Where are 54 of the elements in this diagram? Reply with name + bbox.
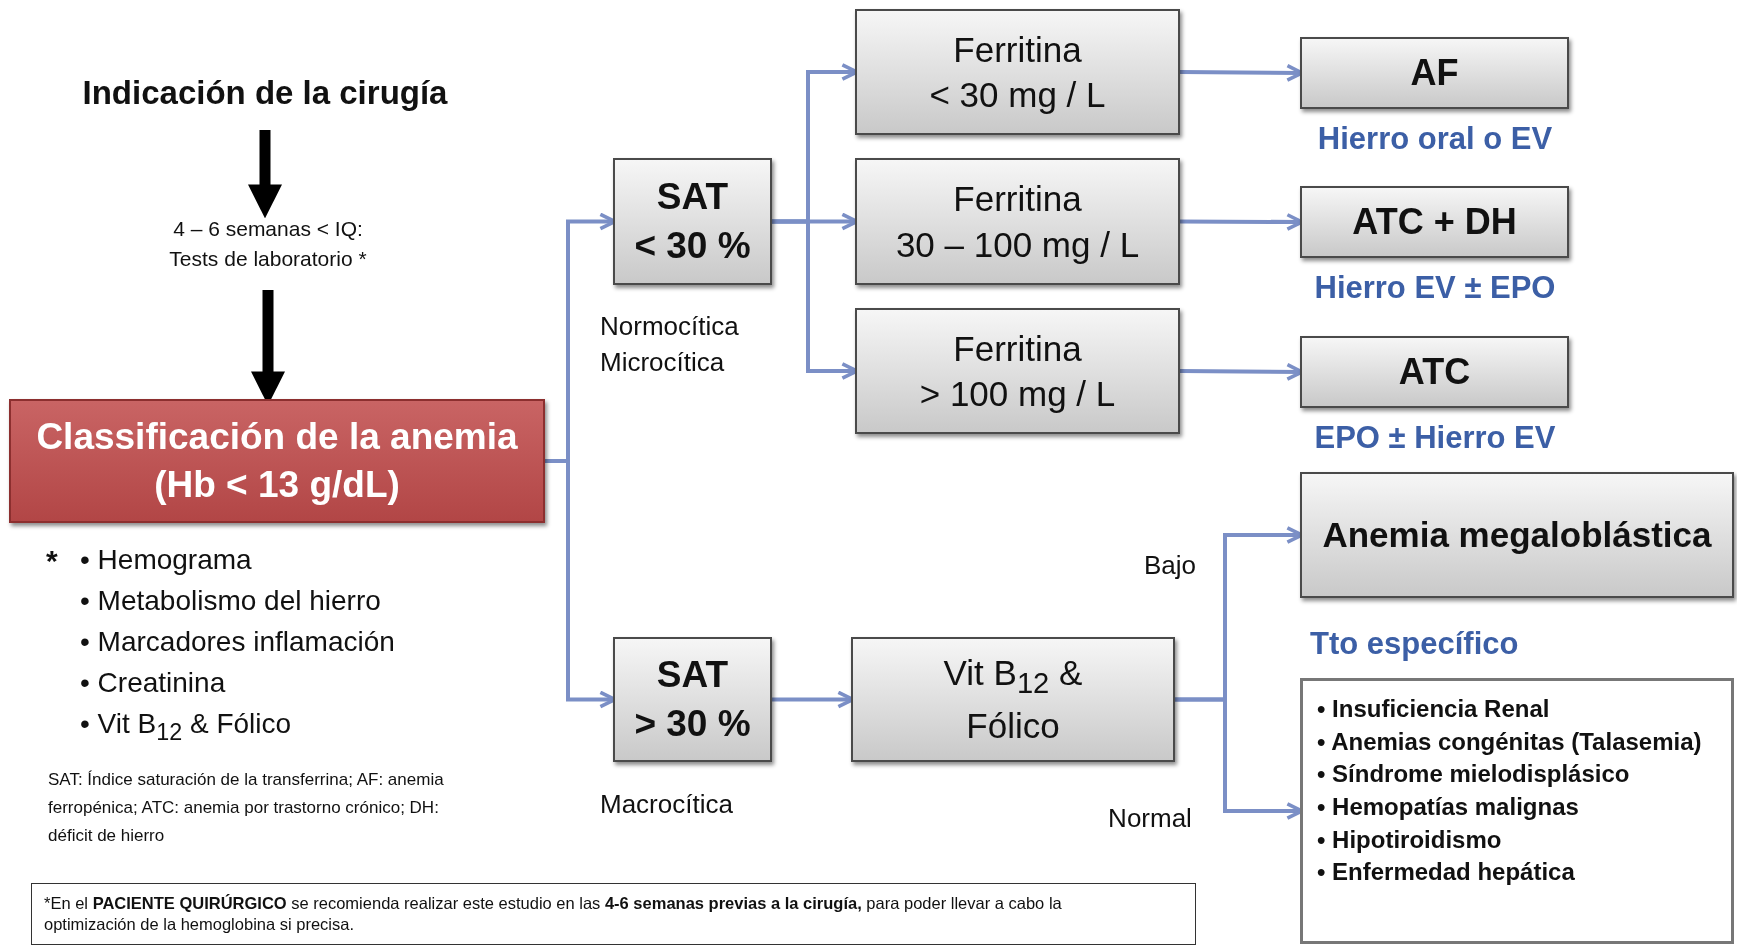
bullet-item: • Hemograma [80, 544, 252, 576]
process-box [613, 158, 772, 285]
list-item: • Síndrome mielodisplásico [1317, 759, 1631, 790]
node-caption: Hierro EV ± EPO [1313, 269, 1557, 307]
box-label: < 30 % [634, 223, 751, 268]
box-label: Ferritina [953, 327, 1082, 370]
node-caption: Hierro oral o EV [1316, 120, 1554, 158]
step-text: 4 – 6 semanas < IQ: Tests de laboratorio * [148, 212, 388, 276]
box-label: 30 – 100 mg / L [895, 223, 1140, 266]
box-label: < 30 mg / L [929, 74, 1106, 116]
bullet-item: • Creatinina [80, 667, 226, 699]
process-box [855, 158, 1180, 285]
footnote-box [31, 883, 1196, 945]
process-box [1300, 472, 1734, 598]
process-box [1300, 186, 1569, 258]
box-label: > 30 % [634, 701, 751, 746]
abbreviation-note: SAT: Índice saturación de la transferrina; AF: anemia ferropénica; ATC: anemia por trastorno crónico; DH: déficit de hierro [48, 769, 445, 848]
node-caption: Macrocítica [600, 788, 734, 821]
process-box [851, 637, 1175, 762]
bullet-item: • Vit B$_{12}$ & Fólico [80, 708, 292, 746]
box-label: SAT [656, 653, 729, 698]
bullet-item: • Metabolismo del hierro [80, 585, 381, 617]
node-caption: Normocítica Microcítica [600, 310, 740, 380]
box-label: Vit B$_{12}$ & [943, 652, 1083, 702]
process-box [855, 9, 1180, 135]
list-item: • Insuficiencia Renal [1317, 694, 1551, 724]
footnote-text: *En el PACIENTE QUIRÚRGICO se recomienda realizar este estudio en las 4-6 semanas previas a la cirugía, para poder llevar a cabo la optimización de la hemoglobina si precisa. [44, 892, 1063, 935]
classification-box [9, 399, 545, 523]
box-label: Fólico [966, 705, 1060, 748]
process-box [855, 308, 1180, 434]
process-box [1300, 336, 1569, 408]
box-label: (Hb < 13 g/dL) [154, 463, 400, 507]
box-label: ATC [1398, 349, 1471, 394]
process-box [1300, 37, 1569, 109]
list-box [1300, 678, 1734, 944]
list-item: • Enfermedad hepática [1317, 857, 1576, 888]
box-label: Classificación de la anemia [36, 414, 518, 459]
arrow [248, 130, 282, 219]
box-label: SAT [656, 175, 729, 220]
asterisk-mark: * [46, 544, 58, 578]
box-label: > 100 mg / L [919, 373, 1116, 415]
box-label: ATC + DH [1352, 199, 1517, 244]
list-item: • Hipotiroidismo [1317, 824, 1503, 855]
node-caption: Tto específico [1310, 625, 1520, 663]
list-item: • Anemias congénitas (Talasemia) [1317, 726, 1703, 757]
list-item: • Hemopatías malignas [1317, 791, 1580, 822]
box-label: Ferritina [953, 178, 1082, 220]
bullet-item: • Marcadores inflamación [80, 626, 395, 658]
process-box [613, 637, 772, 762]
box-label: AF [1410, 50, 1459, 95]
box-label: Ferritina [953, 28, 1082, 71]
node-caption: EPO ± Hierro EV [1313, 419, 1557, 457]
box-label: Anemia megaloblástica [1322, 514, 1712, 557]
heading-text: Indicación de la cirugía [60, 70, 470, 116]
